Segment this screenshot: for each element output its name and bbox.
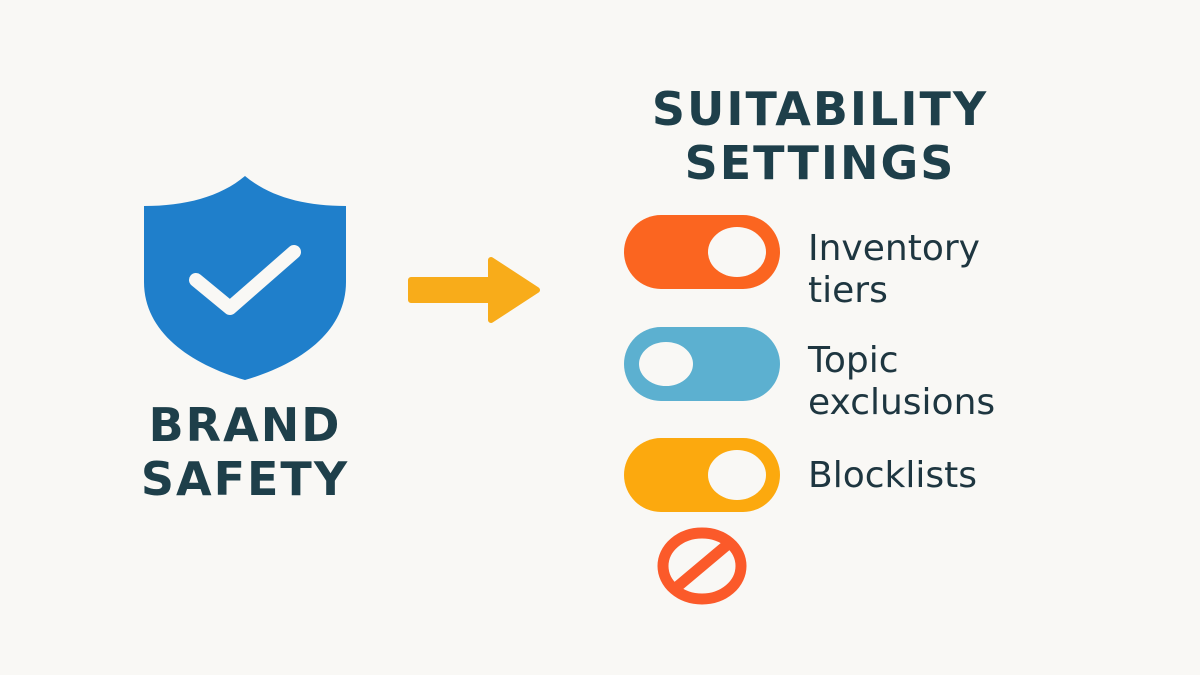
arrow-right-icon — [408, 257, 540, 323]
label-line: exclusions — [808, 382, 996, 423]
blocklists-toggle[interactable] — [624, 438, 780, 512]
label-line: tiers — [808, 270, 888, 311]
title-line: BRAND — [148, 398, 342, 452]
blocklists-label: Blocklists — [808, 455, 977, 497]
title-line: SUITABILITY — [651, 82, 989, 136]
title-line: SETTINGS — [684, 136, 956, 190]
inventory-tiers-toggle[interactable] — [624, 215, 780, 289]
label-line: Topic — [808, 340, 899, 381]
shield-check-icon — [144, 176, 346, 380]
label-line: Inventory — [808, 228, 980, 269]
topic-exclusions-toggle[interactable] — [624, 327, 780, 401]
suitability-settings-title: SUITABILITY SETTINGS — [620, 82, 1020, 190]
brand-safety-title: BRAND SAFETY — [100, 398, 390, 506]
toggle-knob — [708, 227, 766, 277]
title-line: SAFETY — [140, 452, 350, 506]
toggle-knob — [639, 342, 693, 386]
label-line: Blocklists — [808, 455, 977, 496]
prohibited-icon — [657, 527, 747, 605]
toggle-knob — [708, 450, 766, 500]
